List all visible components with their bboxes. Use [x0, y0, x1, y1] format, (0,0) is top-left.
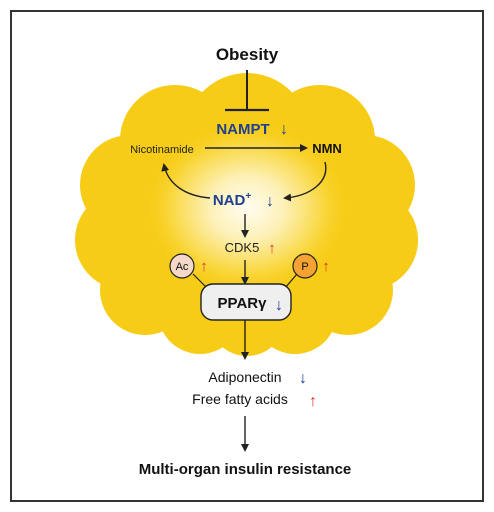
- ffa-label: Free fatty acids: [192, 391, 288, 407]
- ppar-down-arrow: ↓: [275, 297, 283, 314]
- p-up-arrow: ↑: [322, 258, 330, 275]
- ppar-box: [200, 283, 292, 321]
- adiponectin-down-arrow: ↓: [299, 370, 307, 387]
- p-circle: [292, 253, 318, 279]
- ac-up-arrow: ↑: [200, 258, 208, 275]
- nad-to-nicotinamide-arrow: [161, 163, 211, 199]
- nampt-down-arrow: ↓: [280, 121, 288, 138]
- p-link: [284, 273, 298, 289]
- ffa-up-arrow: ↑: [309, 393, 317, 410]
- nampt-label: NAMPT: [216, 121, 269, 138]
- ac-label: Ac: [176, 261, 189, 273]
- adiponectin-label: Adiponectin: [208, 369, 281, 385]
- obesity-label: Obesity: [216, 45, 279, 64]
- ppar-label: PPARγ: [218, 295, 268, 312]
- nad-down-arrow: ↓: [266, 193, 274, 210]
- cloud-glow: [142, 120, 352, 296]
- nicotinamide-label: Nicotinamide: [130, 144, 194, 156]
- nmn-label: NMN: [312, 141, 342, 156]
- ac-circle: [169, 253, 195, 279]
- nmn-to-nad-arrow: [283, 161, 327, 202]
- nad-label: NAD+: [213, 191, 252, 209]
- outcome-label: Multi-organ insulin resistance: [139, 461, 352, 478]
- p-label: P: [301, 261, 308, 273]
- cdk5-label: CDK5: [225, 240, 260, 255]
- nad-superscript: +: [245, 191, 251, 202]
- ac-link: [192, 273, 208, 289]
- cdk5-up-arrow: ↑: [268, 240, 276, 257]
